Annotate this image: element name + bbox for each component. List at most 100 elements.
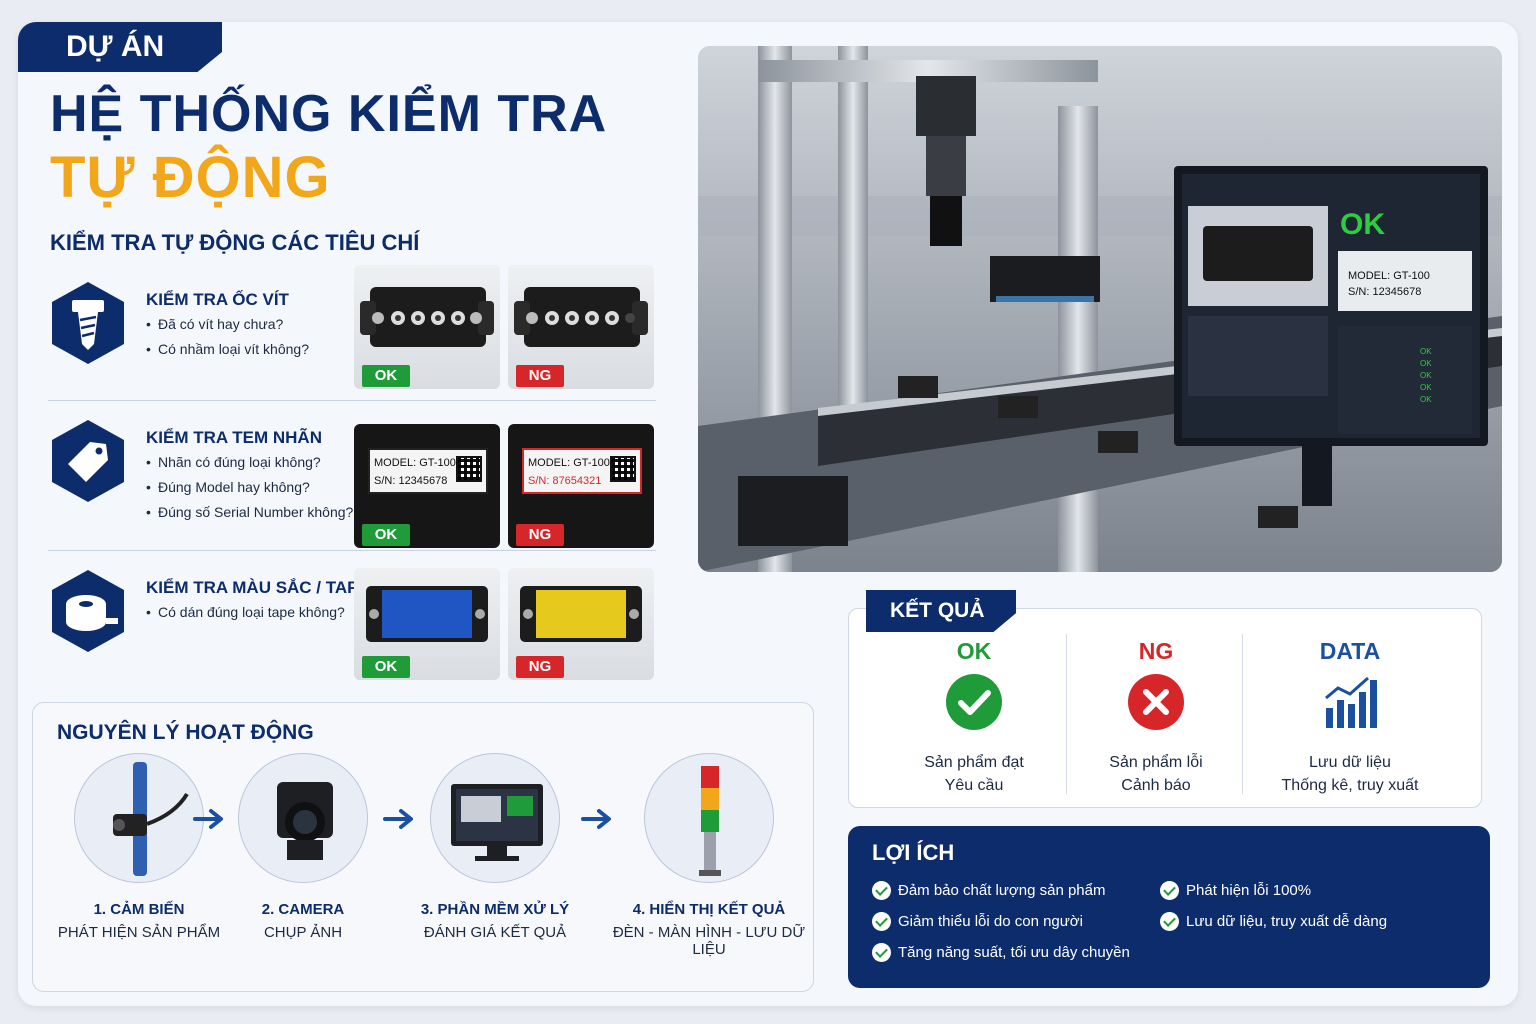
- result-line: Yêu cầu: [944, 777, 1004, 794]
- camera-icon: [238, 753, 368, 883]
- result-text: Lưu dữ liệu Thống kê, truy xuất: [1250, 751, 1450, 797]
- sensor-icon: [74, 753, 204, 883]
- result-head: NG: [1138, 638, 1174, 664]
- divider: [48, 550, 656, 551]
- result-line: Sản phẩm đạt: [924, 754, 1024, 771]
- criterion-item: Đúng số Serial Number không?: [146, 500, 353, 525]
- qr-code-icon: [456, 456, 482, 482]
- benefits-title: LỢI ÍCH: [872, 840, 955, 865]
- infographic-page: DỰ ÁN HỆ THỐNG KIỂM TRA TỰ ĐỘNG KIỂM TRA…: [18, 22, 1518, 1006]
- step-desc: ĐÁNH GIÁ KẾT QUẢ: [423, 924, 567, 941]
- criterion-item: Đã có vít hay chưa?: [146, 312, 309, 337]
- connector-yellow-tape-image: [520, 586, 642, 642]
- page-title-line2: TỰ ĐỘNG: [50, 145, 331, 210]
- tape-icon: [52, 570, 124, 652]
- criterion-item: Nhãn có đúng loại không?: [146, 450, 353, 475]
- connector-blue-tape-image: [366, 586, 488, 642]
- benefit-item: Đảm bảo chất lượng sản phẩm: [872, 880, 1106, 902]
- connector-image: [360, 287, 494, 347]
- result-line: Cảnh báo: [1121, 777, 1191, 794]
- label-sn: S/N: 12345678: [374, 475, 448, 487]
- sample-screw-ng: NG: [508, 265, 654, 389]
- step-desc: CHỤP ẢNH: [263, 924, 343, 941]
- benefit-item: Phát hiện lỗi 100%: [1160, 880, 1311, 902]
- screen-result-list: OK OK OK OK OK: [1420, 346, 1432, 406]
- result-separator: [1242, 634, 1243, 794]
- tag-icon: [52, 420, 124, 502]
- check-icon: [872, 881, 891, 900]
- screen-row: OK: [1420, 383, 1432, 392]
- product-label: MODEL: GT-100 S/N: 87654321: [522, 448, 642, 494]
- result-head: OK: [956, 638, 992, 664]
- screen-row: OK: [1420, 359, 1432, 368]
- principle-panel: NGUYÊN LÝ HOẠT ĐỘNG 1. CẢM BIẾN PHÁT HIỆ…: [32, 702, 814, 992]
- arrow-right-icon: [193, 809, 223, 829]
- sample-screw-ok: OK: [354, 265, 500, 389]
- arrow-right-icon: [383, 809, 413, 829]
- benefit-text: Giảm thiểu lỗi do con người: [898, 913, 1083, 930]
- criterion-items: Đã có vít hay chưa? Có nhầm loại vít khô…: [146, 312, 309, 362]
- criterion-title: KIỂM TRA ỐC VÍT: [146, 290, 289, 309]
- result-line: Sản phẩm lỗi: [1109, 754, 1203, 771]
- ok-badge: OK: [362, 656, 410, 678]
- benefit-item: Giảm thiểu lỗi do con người: [872, 911, 1083, 933]
- criterion-item: Có nhầm loại vít không?: [146, 337, 309, 362]
- benefit-item: Lưu dữ liệu, truy xuất dễ dàng: [1160, 911, 1387, 933]
- inspection-machine-illustration: [698, 46, 1502, 572]
- screen-row: OK: [1420, 347, 1432, 356]
- ok-badge: OK: [362, 524, 410, 546]
- screen-sn: S/N: 12345678: [1348, 286, 1422, 298]
- result-ng: NG Sản phẩm lỗi Cảnh báo: [1056, 634, 1256, 797]
- result-separator: [1066, 634, 1067, 794]
- criterion-item: Đúng Model hay không?: [146, 475, 353, 500]
- project-tag: DỰ ÁN: [18, 22, 222, 72]
- benefit-text: Đảm bảo chất lượng sản phẩm: [898, 882, 1106, 899]
- step-desc: ĐÈN - MÀN HÌNH - LƯU DỮ LIỆU: [612, 924, 806, 958]
- screen-ok-text: OK: [1340, 208, 1385, 241]
- connector-image: [514, 287, 648, 347]
- screen-label: MODEL: GT-100 S/N: 12345678: [1348, 268, 1430, 300]
- result-head: DATA: [1319, 638, 1381, 664]
- check-icon: [1160, 912, 1179, 931]
- result-ok: OK Sản phẩm đạt Yêu cầu: [874, 634, 1074, 797]
- label-sn: S/N: 87654321: [528, 475, 602, 487]
- check-circle-icon: [946, 674, 1002, 730]
- label-model: MODEL: GT-100: [374, 457, 456, 469]
- label-model: MODEL: GT-100: [528, 457, 610, 469]
- benefits-panel: LỢI ÍCH Đảm bảo chất lượng sản phẩm Phát…: [848, 826, 1490, 988]
- principle-title: NGUYÊN LÝ HOẠT ĐỘNG: [57, 721, 314, 744]
- check-icon: [872, 943, 891, 962]
- step-desc: PHÁT HIỆN SẢN PHẨM: [57, 924, 221, 941]
- screen-row: OK: [1420, 371, 1432, 380]
- criterion-screw: KIỂM TRA ỐC VÍT Đã có vít hay chưa? Có n…: [48, 280, 658, 408]
- ng-badge: NG: [516, 365, 564, 387]
- result-line: Lưu dữ liệu: [1309, 754, 1391, 771]
- step-title: 4. HIỂN THỊ KẾT QUẢ: [632, 901, 786, 918]
- arrow-right-icon: [581, 809, 611, 829]
- step-title: 2. CAMERA: [261, 901, 345, 918]
- result-data: DATA Lưu dữ liệu Thống kê, truy xuất: [1250, 634, 1450, 797]
- qr-code-icon: [610, 456, 636, 482]
- benefit-text: Lưu dữ liệu, truy xuất dễ dàng: [1186, 913, 1388, 930]
- criterion-tape: KIỂM TRA MÀU SẮC / TAPE Có dán đúng loại…: [48, 568, 658, 678]
- factory-inspection-photo: OK MODEL: GT-100 S/N: 12345678 OK OK OK …: [698, 46, 1502, 572]
- criterion-title: KIỂM TRA TEM NHÃN: [146, 428, 322, 447]
- criterion-title: KIỂM TRA MÀU SẮC / TAPE: [146, 578, 370, 597]
- result-text: Sản phẩm lỗi Cảnh báo: [1056, 751, 1256, 797]
- divider: [48, 400, 656, 401]
- result-text: Sản phẩm đạt Yêu cầu: [874, 751, 1074, 797]
- sample-label-ok: MODEL: GT-100 S/N: 12345678 OK: [354, 424, 500, 548]
- step-display: 4. HIỂN THỊ KẾT QUẢ ĐÈN - MÀN HÌNH - LƯU…: [609, 753, 809, 958]
- sample-tape-ng: NG: [508, 568, 654, 680]
- screen-row: OK: [1420, 395, 1432, 404]
- monitor-icon: [430, 753, 560, 883]
- criterion-items: Có dán đúng loại tape không?: [146, 600, 345, 625]
- signal-tower-icon: [644, 753, 774, 883]
- screw-icon: [52, 282, 124, 364]
- page-title-line1: HỆ THỐNG KIỂM TRA: [50, 85, 608, 143]
- step-title: 1. CẢM BIẾN: [93, 901, 185, 918]
- criterion-item: Có dán đúng loại tape không?: [146, 600, 345, 625]
- bar-chart-icon: [1325, 676, 1377, 728]
- ng-badge: NG: [516, 656, 564, 678]
- result-tag: KẾT QUẢ: [866, 590, 1016, 632]
